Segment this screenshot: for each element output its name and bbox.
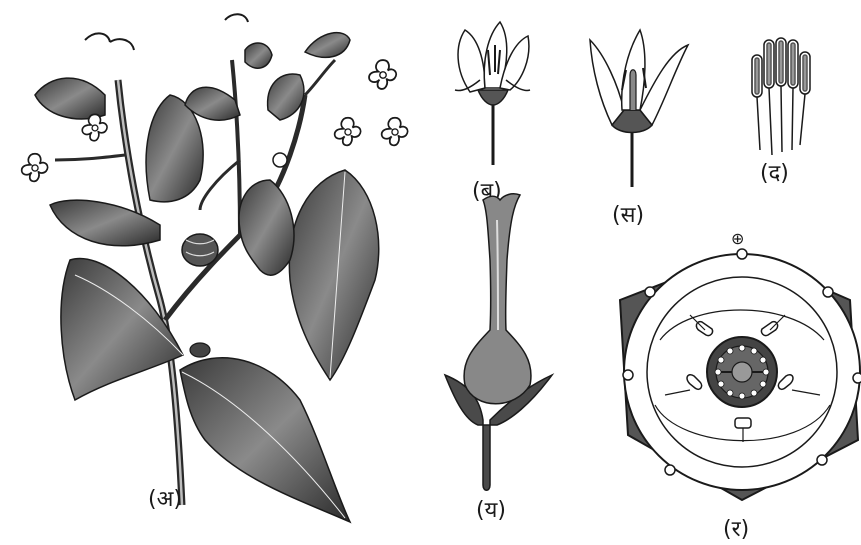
label-f: (र): [723, 517, 749, 542]
pistil-e: [445, 194, 552, 490]
label-c: (स): [612, 203, 644, 228]
label-e: (य): [476, 498, 506, 523]
label-d: (द): [760, 161, 789, 186]
flower-section-c: [590, 30, 688, 187]
floral-diagram-f: ⊕: [620, 229, 861, 500]
label-a: (अ): [148, 487, 182, 512]
twig-drawing: [22, 14, 408, 522]
flower-side-view-b: [455, 22, 530, 165]
stamens-d: [752, 38, 810, 155]
actinomorphic-symbol: ⊕: [731, 229, 744, 248]
